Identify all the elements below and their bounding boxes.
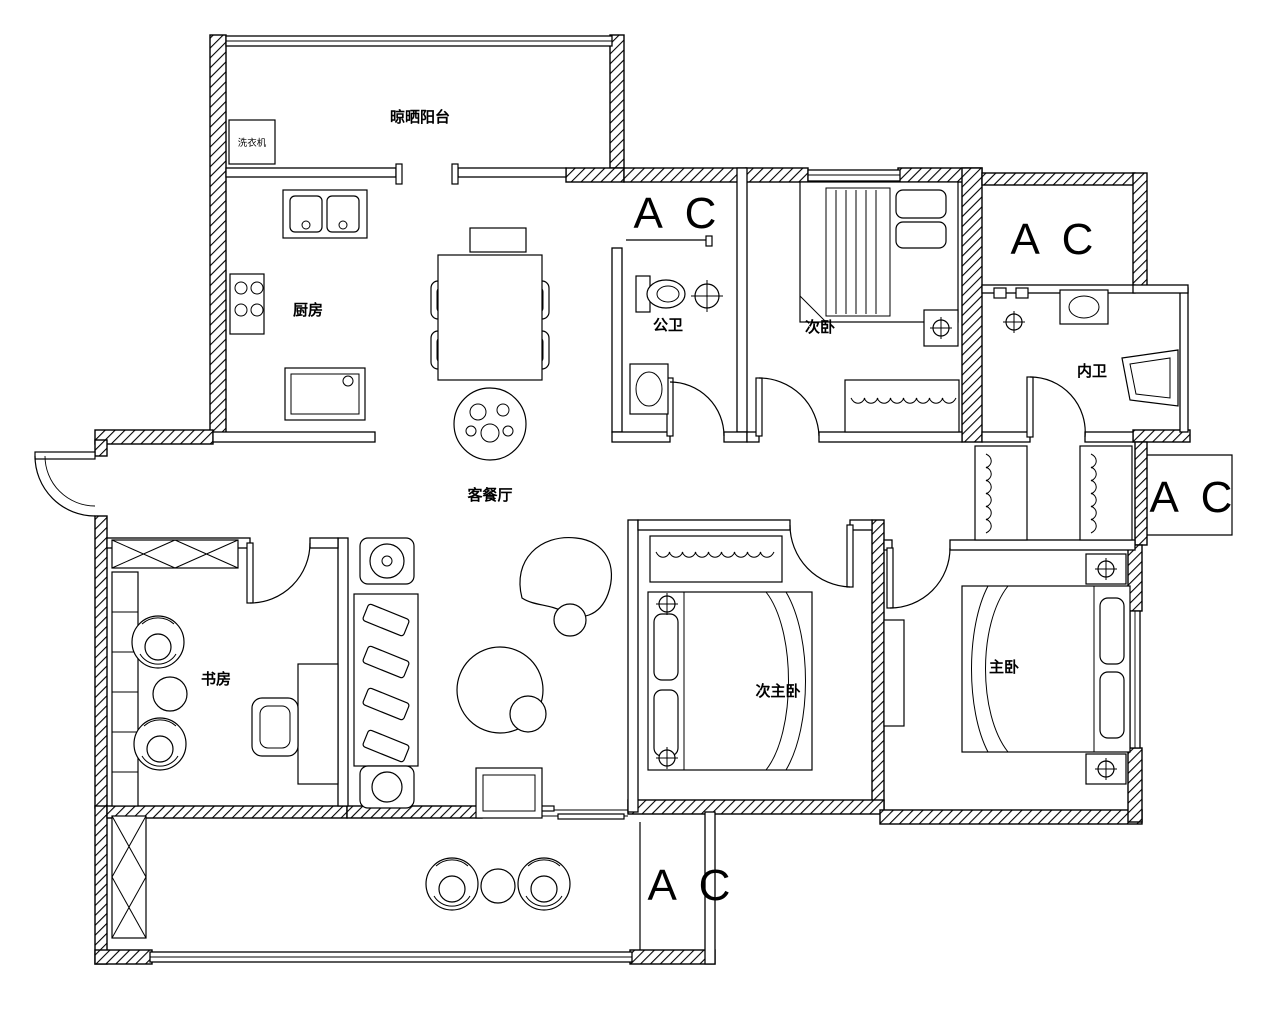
inner-bath-fixtures [993, 287, 1179, 407]
entry-door [34, 451, 96, 517]
armchair-icon [517, 857, 571, 911]
bench-icon [883, 619, 905, 727]
doors [34, 376, 1086, 609]
walls-hatched [94, 34, 1191, 965]
speaker-icon [371, 771, 403, 803]
label-drying-balcony: 晾晒阳台 [390, 108, 450, 126]
armchair-icon [133, 717, 187, 771]
label-inner-bathroom: 内卫 [1077, 362, 1107, 380]
wardrobe-icon [844, 379, 960, 433]
pillow-icon [895, 221, 947, 249]
side-table-icon [152, 676, 188, 712]
living-room-furniture [353, 537, 612, 819]
tv-icon [475, 767, 543, 819]
side-table-icon [480, 868, 516, 904]
wardrobe-icon [649, 535, 783, 583]
secondary-bedroom-furniture [799, 181, 960, 433]
bookshelf-icon [111, 571, 139, 807]
hall-closets [974, 445, 1133, 541]
armchair-icon [131, 615, 185, 669]
study-furniture [111, 539, 339, 939]
label-living-dining: 客餐厅 [466, 486, 512, 504]
closet-icon [974, 445, 1028, 541]
dining-set [430, 227, 550, 381]
washing-machine [228, 119, 276, 165]
ac-labels: A C A C A C A C [634, 189, 1239, 910]
label-secondary-bedroom: 次卧 [805, 318, 835, 336]
pillow-icon [653, 689, 679, 757]
pillow-icon [1099, 671, 1125, 739]
pillow-icon [895, 189, 947, 219]
plant [453, 387, 527, 461]
inner-bath-door [1026, 376, 1086, 438]
label-washing-machine: 洗衣机 [238, 137, 267, 149]
floor-drain-icon [1002, 310, 1026, 334]
sink-icon [1059, 289, 1109, 325]
master-door [886, 547, 951, 609]
storage-icon [111, 815, 147, 939]
label-ac-right: A C [1150, 473, 1239, 522]
label-ac-top: A C [634, 189, 723, 238]
desk-chair-icon [251, 697, 299, 757]
label-master-bedroom: 主卧 [989, 658, 1019, 676]
lounge-chair-icon [519, 537, 612, 618]
desk-icon [297, 663, 339, 785]
speaker-icon [369, 543, 405, 579]
public-bath-fixtures [629, 275, 723, 415]
closet-icon [1079, 445, 1133, 541]
master-bedroom-furniture [883, 553, 1131, 785]
label-ac-bottom: A C [648, 861, 737, 910]
study-door [246, 542, 311, 604]
armchair-icon [425, 857, 479, 911]
label-kitchen: 厨房 [293, 301, 323, 319]
label-secondary-master: 次主卧 [755, 682, 800, 700]
label-public-bathroom: 公卫 [653, 317, 683, 334]
room-labels: 晾晒阳台 洗衣机 厨房 公卫 次卧 内卫 客餐厅 书房 次主卧 主卧 [201, 108, 1107, 700]
pillow-icon [653, 613, 679, 681]
kitchen-fixtures [229, 189, 368, 421]
dining-table [437, 254, 543, 381]
bottom-balcony-furniture [425, 857, 571, 911]
label-ac-top-right: A C [1011, 215, 1100, 264]
label-study: 书房 [201, 670, 231, 688]
secondary-master-door [789, 524, 854, 588]
bath-door [666, 377, 725, 437]
secondary-bedroom-door [755, 377, 820, 437]
secondary-master-furniture [647, 535, 813, 771]
cabinet-icon [111, 539, 239, 569]
pillow-icon [1099, 597, 1125, 665]
